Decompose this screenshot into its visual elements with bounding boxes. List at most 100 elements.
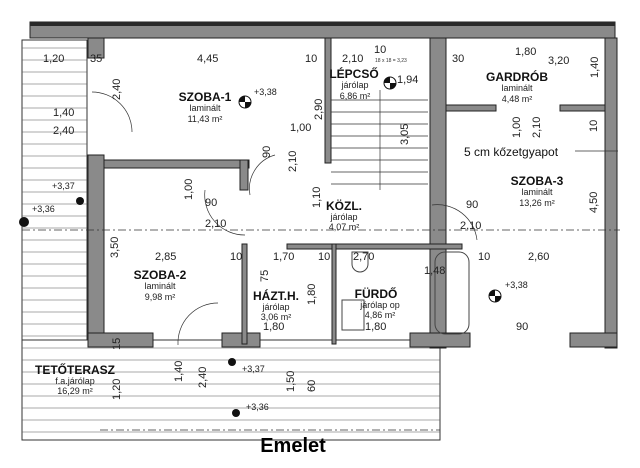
svg-text:30: 30 [452, 53, 464, 65]
svg-text:LÉPCSŐ: LÉPCSŐ [329, 66, 378, 81]
room-kozl: KÖZL. járólap 4,07 m² [326, 198, 362, 232]
svg-text:2,40: 2,40 [53, 125, 74, 137]
svg-text:+3,38: +3,38 [505, 280, 528, 290]
staircase [331, 90, 428, 190]
room-lepcso: LÉPCSŐ járólap 6,86 m² 1,94 18 x 18 = 3,… [329, 58, 418, 101]
room-szoba-3: 5 cm kőzetgyapot SZOBA-3 laminált 13,26 … [464, 145, 618, 290]
level-label: +3,36 [246, 402, 269, 412]
svg-text:10: 10 [588, 120, 600, 132]
svg-text:1,80: 1,80 [263, 321, 284, 333]
svg-text:1,20: 1,20 [111, 379, 123, 400]
level-markers [19, 76, 502, 417]
svg-text:2,60: 2,60 [528, 251, 549, 263]
svg-text:75: 75 [259, 270, 271, 282]
svg-text:1,80: 1,80 [306, 284, 318, 305]
svg-text:1,00: 1,00 [511, 117, 523, 138]
svg-text:15: 15 [111, 338, 123, 350]
svg-text:5 cm kőzetgyapot: 5 cm kőzetgyapot [464, 145, 559, 159]
svg-text:KÖZL.: KÖZL. [326, 198, 362, 213]
svg-text:13,26 m²: 13,26 m² [519, 198, 555, 208]
svg-text:60: 60 [306, 380, 318, 392]
svg-text:2,10: 2,10 [342, 53, 363, 65]
svg-text:járólap: járólap [340, 80, 368, 90]
svg-text:4,86 m²: 4,86 m² [365, 310, 396, 320]
svg-text:18 x 18 = 3,23: 18 x 18 = 3,23 [375, 58, 407, 64]
svg-text:járólap op: járólap op [359, 300, 400, 310]
svg-text:SZOBA-1: SZOBA-1 [179, 90, 232, 104]
plan-title: Emelet [260, 435, 326, 457]
svg-text:1,94: 1,94 [397, 74, 418, 86]
svg-text:4,45: 4,45 [197, 53, 218, 65]
svg-text:90: 90 [205, 197, 217, 209]
svg-text:16,29 m²: 16,29 m² [57, 386, 93, 396]
svg-text:2,40: 2,40 [111, 79, 123, 100]
sink [341, 299, 365, 331]
room-furdo: FÜRDŐ járólap op 4,86 m² [355, 286, 400, 320]
svg-text:9,98 m²: 9,98 m² [145, 292, 176, 302]
svg-text:1,00: 1,00 [290, 122, 311, 134]
svg-text:FÜRDŐ: FÜRDŐ [355, 286, 398, 301]
svg-text:1,48: 1,48 [424, 265, 445, 277]
bathtub [434, 251, 470, 335]
svg-text:1,00: 1,00 [183, 179, 195, 200]
svg-text:2,10: 2,10 [287, 151, 299, 172]
svg-text:10: 10 [318, 251, 330, 263]
svg-text:laminált: laminált [189, 103, 221, 113]
dimensions: 1,20 35 4,45 10 2,10 10 30 1,80 3,20 1,4… [43, 44, 601, 400]
room-szoba-2: SZOBA-2 laminált 9,98 m² [134, 268, 187, 302]
room-gardrob: GARDRÓB laminált 4,48 m² [486, 69, 548, 104]
level-label: +3,37 [52, 181, 75, 191]
svg-text:3,20: 3,20 [548, 55, 569, 67]
svg-text:GARDRÓB: GARDRÓB [486, 69, 548, 84]
svg-text:11,43 m²: 11,43 m² [188, 114, 223, 124]
svg-text:10: 10 [305, 53, 317, 65]
svg-text:1,40: 1,40 [53, 107, 74, 119]
svg-text:2,10: 2,10 [460, 220, 481, 232]
svg-text:SZOBA-3: SZOBA-3 [511, 174, 564, 188]
svg-text:2,40: 2,40 [197, 367, 209, 388]
level-label: +3,36 [32, 204, 55, 214]
room-tetoterasz: TETŐTERASZ f.a.járólap 16,29 m² [35, 362, 115, 396]
svg-text:laminált: laminált [521, 187, 553, 197]
svg-text:4,07 m²: 4,07 m² [329, 222, 360, 232]
svg-text:90: 90 [466, 199, 478, 211]
svg-text:6,86 m²: 6,86 m² [340, 91, 371, 101]
svg-text:10: 10 [478, 251, 490, 263]
doors [91, 91, 478, 346]
svg-text:TETŐTERASZ: TETŐTERASZ [35, 362, 115, 377]
svg-text:4,50: 4,50 [588, 192, 600, 213]
svg-text:laminált: laminált [501, 83, 533, 93]
svg-text:1,50: 1,50 [285, 371, 297, 392]
svg-text:10: 10 [374, 44, 386, 56]
level-label: +3,37 [242, 364, 265, 374]
svg-text:1,40: 1,40 [173, 361, 185, 382]
room-hazt-h: HÁZT.H. járólap 3,06 m² [253, 288, 299, 322]
svg-text:laminált: laminált [144, 281, 176, 291]
svg-text:10: 10 [230, 251, 242, 263]
svg-text:járólap: járólap [329, 212, 357, 222]
svg-text:SZOBA-2: SZOBA-2 [134, 268, 187, 282]
svg-text:3,05: 3,05 [399, 124, 411, 145]
svg-text:4,48 m²: 4,48 m² [502, 94, 533, 104]
svg-text:3,50: 3,50 [109, 237, 121, 258]
svg-text:járólap: járólap [261, 302, 289, 312]
svg-text:+3,38: +3,38 [254, 87, 277, 97]
svg-text:3,06 m²: 3,06 m² [261, 312, 292, 322]
svg-text:90: 90 [516, 321, 528, 333]
svg-text:90: 90 [261, 146, 273, 158]
terrace-planks [21, 39, 441, 441]
room-szoba-1: SZOBA-1 laminált 11,43 m² +3,38 [179, 87, 277, 124]
svg-text:2,10: 2,10 [531, 117, 543, 138]
svg-text:HÁZT.H.: HÁZT.H. [253, 288, 299, 303]
svg-text:2,10: 2,10 [205, 218, 226, 230]
svg-text:2,90: 2,90 [313, 99, 325, 120]
svg-text:1,80: 1,80 [365, 321, 386, 333]
walls [29, 21, 618, 349]
svg-text:1,80: 1,80 [515, 46, 536, 58]
svg-text:2,70: 2,70 [353, 251, 374, 263]
svg-text:1,20: 1,20 [43, 53, 64, 65]
svg-text:1,40: 1,40 [589, 57, 601, 78]
svg-text:1,10: 1,10 [311, 187, 323, 208]
svg-text:35: 35 [90, 53, 102, 65]
